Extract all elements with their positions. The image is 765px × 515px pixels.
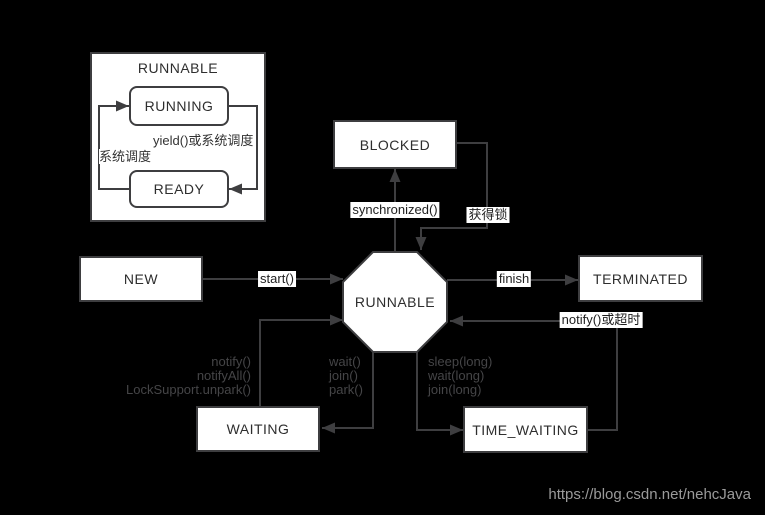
notify-label: notify() bbox=[211, 354, 251, 369]
notify-or-timeout-transition-label: notify()或超时 bbox=[559, 312, 643, 328]
runnable-octagon-label: RUNNABLE bbox=[354, 294, 436, 310]
wait-label: wait() bbox=[329, 354, 361, 369]
time-waiting-state-box: TIME_WAITING bbox=[463, 406, 588, 453]
schedule-transition-label: 系统调度 bbox=[99, 149, 152, 164]
runnable-group-title: RUNNABLE bbox=[137, 60, 219, 76]
runnable-to-timewaiting-labels: sleep(long) wait(long) join(long) bbox=[428, 355, 492, 397]
yield-transition-label: yield()或系统调度 bbox=[153, 133, 254, 148]
blocked-state-box: BLOCKED bbox=[333, 120, 457, 169]
start-transition-label: start() bbox=[258, 271, 296, 287]
new-state-box: NEW bbox=[79, 256, 203, 302]
waiting-to-runnable-labels: notify() notifyAll() LockSupport.unpark(… bbox=[126, 355, 251, 397]
finish-transition-label: finish bbox=[496, 271, 532, 287]
watermark-url: https://blog.csdn.net/nehcJava bbox=[548, 486, 751, 503]
running-state-box: RUNNING bbox=[129, 86, 229, 126]
ready-state-box: READY bbox=[129, 170, 229, 208]
notifyall-label: notifyAll() bbox=[196, 368, 251, 383]
runnable-to-waiting-labels: wait() join() park() bbox=[329, 355, 363, 397]
sleep-long-label: sleep(long) bbox=[428, 354, 493, 369]
locksupport-unpark-label: LockSupport.unpark() bbox=[125, 382, 251, 397]
synchronized-transition-label: synchronized() bbox=[350, 202, 440, 218]
waiting-state-box: WAITING bbox=[196, 406, 320, 452]
join-long-label: join(long) bbox=[428, 382, 482, 397]
join-label: join() bbox=[329, 368, 358, 383]
park-label: park() bbox=[329, 382, 363, 397]
acquire-lock-transition-label: 获得锁 bbox=[466, 207, 510, 223]
wait-long-label: wait(long) bbox=[428, 368, 485, 383]
terminated-state-box: TERMINATED bbox=[578, 255, 703, 302]
